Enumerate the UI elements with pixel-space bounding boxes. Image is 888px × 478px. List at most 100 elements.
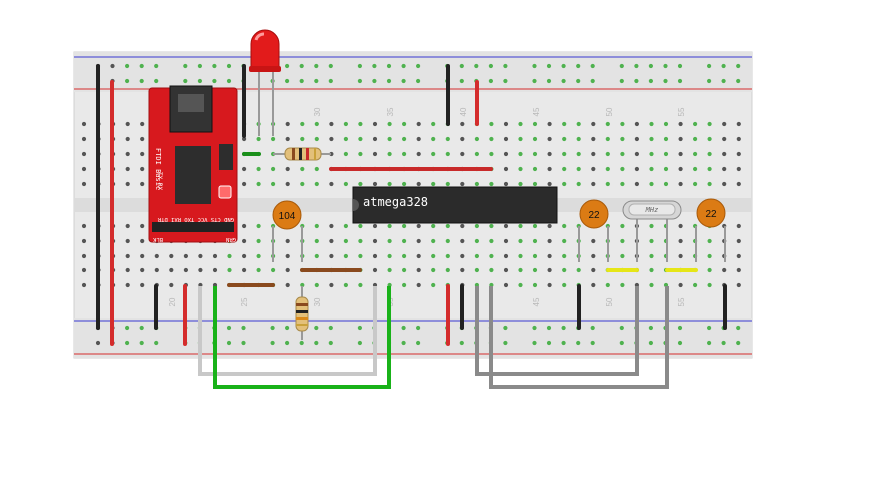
breadboard-hole — [518, 282, 523, 288]
breadboard-hole — [358, 238, 363, 244]
breadboard-hole — [459, 340, 464, 346]
breadboard-hole — [532, 63, 537, 69]
breadboard-hole — [372, 63, 377, 69]
breadboard-hole — [562, 267, 567, 273]
breadboard-hole — [125, 253, 130, 259]
breadboard-hole — [314, 78, 319, 84]
breadboard-hole — [576, 78, 581, 84]
breadboard-hole — [460, 181, 465, 187]
breadboard-hole — [431, 151, 436, 157]
breadboard-hole — [329, 282, 334, 288]
column-number: 30 — [313, 297, 322, 306]
breadboard-hole — [256, 253, 261, 259]
breadboard-hole — [402, 181, 407, 187]
breadboard-hole — [140, 151, 145, 157]
breadboard-hole — [81, 181, 87, 187]
breadboard-hole — [314, 136, 319, 142]
ftdi-led — [218, 185, 232, 199]
breadboard-hole — [256, 136, 261, 142]
red-led — [249, 29, 281, 136]
breadboard-hole — [401, 78, 406, 84]
breadboard-hole — [271, 181, 276, 187]
breadboard-hole — [140, 253, 145, 259]
breadboard-hole — [357, 340, 362, 346]
breadboard-hole — [140, 121, 145, 127]
breadboard-hole — [693, 121, 698, 127]
top-power-rail — [74, 52, 752, 92]
resistor-band — [296, 310, 308, 313]
breadboard-hole — [547, 121, 552, 127]
breadboard-hole — [154, 267, 159, 273]
capacitor-body — [579, 199, 609, 229]
breadboard-hole — [591, 282, 596, 288]
breadboard-hole — [139, 63, 144, 69]
breadboard-hole — [387, 238, 392, 244]
ftdi-led-labels: TX RX — [156, 172, 163, 190]
breadboard-hole — [270, 325, 275, 331]
breadboard-hole — [518, 267, 523, 273]
breadboard-hole — [81, 136, 87, 142]
breadboard-hole — [722, 151, 727, 157]
resistor-band — [296, 317, 308, 320]
breadboard-hole — [314, 238, 319, 244]
breadboard-hole — [649, 166, 654, 172]
breadboard-hole — [328, 325, 333, 331]
breadboard-hole — [488, 63, 493, 69]
breadboard-hole — [503, 238, 509, 244]
breadboard-hole — [489, 267, 494, 273]
breadboard-hole — [736, 238, 741, 244]
breadboard-hole — [241, 325, 246, 331]
breadboard-hole — [648, 78, 654, 84]
atmega328-chip: atmega328 — [352, 186, 558, 224]
breadboard-hole — [343, 223, 348, 229]
breadboard-hole — [416, 136, 421, 142]
breadboard-hole — [416, 151, 421, 157]
capacitor-label: 22 — [705, 209, 717, 220]
breadboard-hole — [562, 166, 567, 172]
breadboard-hole — [678, 282, 683, 288]
breadboard-hole — [722, 121, 727, 127]
breadboard-hole — [503, 151, 509, 157]
breadboard-hole — [169, 267, 174, 273]
breadboard-hole — [125, 166, 130, 172]
breadboard-hole — [140, 223, 145, 229]
breadboard-hole — [81, 238, 87, 244]
breadboard-hole — [736, 121, 741, 127]
breadboard-hole — [474, 151, 479, 157]
breadboard-hole — [285, 282, 290, 288]
breadboard-hole — [591, 238, 596, 244]
breadboard-hole — [329, 151, 334, 157]
breadboard-hole — [227, 253, 232, 259]
breadboard-hole — [649, 282, 654, 288]
breadboard-hole — [242, 238, 247, 244]
breadboard-hole — [678, 223, 683, 229]
breadboard-hole — [402, 121, 407, 127]
breadboard-hole — [285, 181, 290, 187]
breadboard-hole — [271, 267, 276, 273]
breadboard-hole — [212, 63, 217, 69]
breadboard-hole — [591, 166, 596, 172]
breadboard-hole — [474, 136, 479, 142]
breadboard-hole — [736, 223, 741, 229]
breadboard-hole — [357, 63, 362, 69]
breadboard-hole — [605, 282, 610, 288]
breadboard-hole — [343, 151, 348, 157]
breadboard-hole — [329, 223, 334, 229]
breadboard-hole — [736, 340, 741, 346]
breadboard-hole — [314, 166, 319, 172]
breadboard-hole — [358, 121, 363, 127]
breadboard-hole — [576, 63, 581, 69]
breadboard-hole — [140, 267, 145, 273]
breadboard-hole — [154, 253, 159, 259]
breadboard-hole — [736, 325, 741, 331]
breadboard-hole — [226, 340, 232, 346]
breadboard-hole — [547, 238, 552, 244]
breadboard-hole — [387, 151, 392, 157]
column-number: 20 — [168, 297, 177, 306]
breadboard-hole — [722, 136, 727, 142]
column-number: 50 — [605, 107, 614, 116]
breadboard-hole — [242, 267, 247, 273]
ftdi-regulator — [219, 144, 233, 170]
resistor-band — [314, 148, 316, 160]
breadboard-hole — [285, 78, 290, 84]
